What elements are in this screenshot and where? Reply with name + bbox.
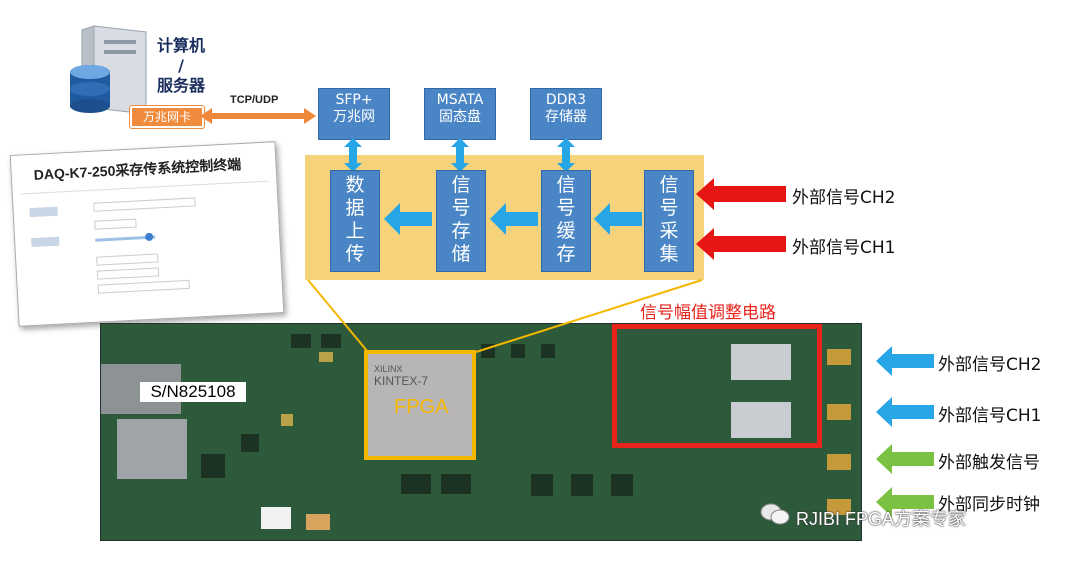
server-label: 计算机 / 服务器 — [156, 36, 205, 95]
signal-acquisition-box: 信号采集 — [644, 170, 694, 272]
board-ch1-arrow — [876, 397, 934, 427]
board-trigger-arrow — [876, 444, 934, 474]
board-ch1-label: 外部信号CH1 — [938, 406, 1042, 426]
control-terminal-title: DAQ-K7-250采存传系统控制终端 — [33, 155, 242, 183]
signal-buffer-box: 信号缓存 — [541, 170, 591, 272]
ch2-input-label: 外部信号CH2 — [792, 188, 896, 208]
data-upload-box: 数据上传 — [330, 170, 380, 272]
board-clock-label: 外部同步时钟 — [938, 495, 1040, 515]
flow-arrow-1 — [384, 203, 432, 235]
ch1-input-label: 外部信号CH1 — [792, 238, 896, 258]
flow-arrow-2 — [490, 203, 538, 235]
fpga-label: FPGA — [394, 396, 449, 418]
control-terminal-screenshot: DAQ-K7-250采存传系统控制终端 — [9, 141, 285, 327]
msata-link-arrow — [451, 138, 469, 172]
watermark-text: RJIBI FPGA方案专家 — [796, 509, 967, 529]
wechat-icon — [760, 503, 790, 525]
sfp-link-arrow — [344, 138, 362, 172]
flow-arrow-3 — [594, 203, 642, 235]
ch1-input-arrow — [696, 228, 786, 260]
fpga-callout-lines — [307, 279, 703, 353]
board-clock-arrow — [876, 487, 934, 517]
daq-board — [100, 323, 862, 541]
protocol-label: TCP/UDP — [230, 94, 279, 106]
nic-badge: 万兆网卡 — [130, 106, 204, 128]
terminal-form — [13, 181, 283, 315]
server-icon — [64, 22, 154, 120]
board-ch2-label: 外部信号CH2 — [938, 355, 1042, 375]
fpga-chip: XILINX KINTEX-7 FPGA — [364, 350, 476, 460]
ddr3-link-arrow — [557, 138, 575, 172]
board-trigger-label: 外部触发信号 — [938, 453, 1040, 473]
sfp-module-box: SFP+万兆网 — [318, 88, 390, 140]
board-ch2-arrow — [876, 346, 934, 376]
circuit-label: 信号幅值调整电路 — [640, 303, 776, 323]
signal-conditioning-circuit — [612, 324, 822, 448]
serial-label: S/N825108 — [140, 382, 246, 402]
network-link-arrow — [200, 108, 316, 124]
ch2-input-arrow — [696, 178, 786, 210]
signal-storage-box: 信号存储 — [436, 170, 486, 272]
